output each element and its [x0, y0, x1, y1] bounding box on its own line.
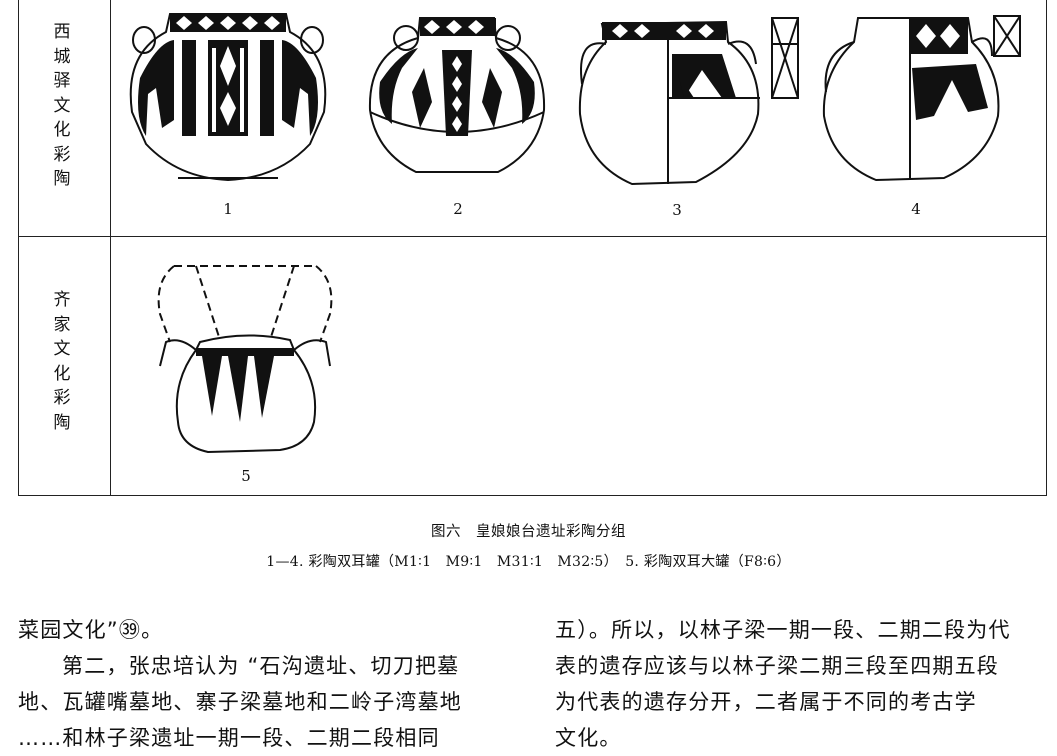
label-column-divider	[110, 0, 111, 495]
right-text-column: 五）。所以，以林子梁一期一段、二期二段为代 表的遗存应该与以林子梁二期三段至四期…	[555, 612, 1045, 756]
vessel-1-illustration	[129, 13, 327, 182]
text-line: ……和林子梁遗址一期一段、二期二段相同	[18, 726, 440, 750]
text-line: 地、瓦罐嘴墓地、寨子梁墓地和二岭子湾墓地	[18, 690, 462, 714]
item-number: 4	[911, 200, 921, 218]
text-line: 第二，张忠培认为 “石沟遗址、切刀把墓	[62, 654, 460, 678]
text-line: 文化。	[555, 726, 622, 750]
text-line: 表的遗存应该与以林子梁二期三段至四期五段	[555, 654, 999, 678]
row-divider	[19, 236, 1046, 237]
item-number: 3	[672, 201, 682, 219]
row-label-xichengyi: 西城驿文化彩陶	[53, 22, 71, 189]
figure-caption-sub: 1—4. 彩陶双耳罐（M1∶1 M9∶1 M31∶1 M32∶5） 5. 彩陶双…	[266, 554, 791, 570]
vessel-2-illustration	[368, 17, 546, 173]
vessel-4-illustration	[822, 15, 1021, 182]
figure-table: 西城驿文化彩陶 齐家文化彩陶	[18, 0, 1047, 496]
text-line: 为代表的遗存分开，二者属于不同的考古学	[555, 690, 977, 714]
text-line: 菜园文化”㊴。	[18, 618, 164, 642]
item-number: 1	[223, 200, 233, 218]
text-line: 五）。所以，以林子梁一期一段、二期二段为代	[555, 618, 1011, 642]
figure-caption-title: 图六 皇娘娘台遗址彩陶分组	[431, 524, 626, 540]
item-number: 5	[241, 467, 251, 485]
vessel-3-illustration	[578, 17, 799, 186]
left-text-column: 菜园文化”㊴。 第二，张忠培认为 “石沟遗址、切刀把墓 地、瓦罐嘴墓地、寨子梁墓…	[18, 612, 508, 756]
item-number: 2	[453, 200, 463, 218]
vessel-5-illustration	[157, 265, 333, 454]
row-label-qijia: 齐家文化彩陶	[53, 290, 71, 433]
